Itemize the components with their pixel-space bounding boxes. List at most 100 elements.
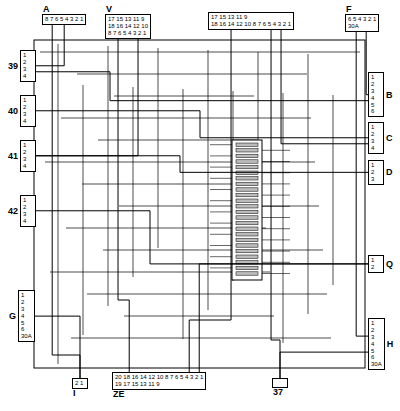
connector-block: F6 5 4 3 2 130A [345,14,379,32]
terminal [236,238,258,241]
pin-numbers: 19 17 15 13 11 9 [115,381,203,388]
terminal [236,165,258,168]
terminal [236,160,258,163]
terminal [236,143,258,146]
terminal-lead [262,228,290,229]
terminal [236,199,258,202]
connector-block: 20 18 16 14 12 10 8 7 6 5 4 3 2 119 17 1… [112,372,206,390]
harness-wire [280,352,368,378]
harness-wire [36,25,64,66]
terminal [236,188,258,191]
wire [71,338,331,339]
wire [83,85,84,335]
harness-wire [271,30,280,378]
wire [103,250,323,251]
terminal [236,255,258,258]
terminal-lead [262,150,290,151]
harness-wire [118,39,129,372]
connector-block: B1 2 3 4 5 6 [368,72,384,117]
connector-name: I [73,389,76,398]
terminal-block-body [232,140,262,280]
terminal-lead [262,206,290,207]
terminal-lead [210,144,232,145]
terminal [236,210,258,213]
terminal-lead [262,195,290,196]
pin-numbers: 1 2 3 4 [23,142,26,170]
terminal [236,244,258,247]
pin-numbers: 20 18 16 14 12 10 8 7 6 5 4 3 2 1 [115,374,203,381]
pin-numbers: 1 2 [371,257,374,271]
terminal-lead [262,183,290,184]
pin-numbers: 30A [21,333,32,340]
harness-wire [36,39,138,156]
connector-name: B [386,90,393,99]
connector-name: 37 [273,388,283,397]
pin-numbers: 2 1 [75,380,85,387]
harness-wire [36,72,368,101]
pin-numbers: 1 2 3 [371,162,374,183]
terminal-lead [262,262,290,263]
connector-name: A [43,5,50,14]
harness-wires [40,44,360,364]
wire [40,52,360,53]
connector-block: 401 2 3 4 [20,95,36,127]
pin-numbers: 8 7 6 5 4 3 2 1 [45,16,83,23]
terminal [236,149,258,152]
terminal-lead [210,256,232,257]
pin-numbers: 17 15 13 11 9 [108,16,148,23]
harness-wire [36,211,368,264]
terminal-lead [262,273,290,274]
terminal-lead [262,161,290,162]
pin-numbers: 18 16 14 12 10 8 7 6 5 4 3 2 1 [211,21,291,28]
connector-name: 41 [8,151,18,160]
connector-name: C [386,133,393,142]
wire [183,89,184,339]
terminal [236,227,258,230]
connector-name: F [346,5,352,14]
connector-name: G [9,312,16,321]
pin-numbers: 1 2 3 4 [23,97,26,125]
connector-name: D [386,168,393,177]
harness-wire [199,264,368,372]
harness-wire [36,111,368,138]
pin-numbers: 30A [371,361,382,368]
connector-block: H1 2 3 4 5 630A [368,318,385,370]
terminal-lead [210,167,232,168]
terminal-lead [262,239,290,240]
harness-wire [356,32,368,336]
terminal-lead [210,245,232,246]
wire [108,46,109,306]
terminal [236,272,258,275]
connector-block: G1 2 3 4 5 630A [18,290,35,342]
pin-numbers: 18 16 14 12 10 [108,23,148,30]
wire [77,74,307,75]
wire [87,294,327,295]
pin-numbers: 8 7 6 5 4 3 2 1 [108,30,148,37]
wire [158,48,159,248]
terminal-lead [210,189,232,190]
connector-block: 411 2 3 4 [20,140,36,172]
terminal [236,154,258,157]
pin-numbers: 30A [348,23,376,30]
harness-wire [36,156,368,173]
terminal [236,177,258,180]
terminal [236,216,258,219]
connector-name: V [106,5,112,14]
connector-block: V17 15 13 11 918 16 14 12 108 7 6 5 4 3 … [105,14,151,39]
terminal-lead [210,234,232,235]
terminal-lead [210,267,232,268]
wire [333,95,334,285]
terminal [236,193,258,196]
connector-name: Q [386,259,393,268]
connector-block: 391 2 3 4 [20,50,36,82]
connector-block: 421 2 3 4 [20,195,36,227]
connector-name: 42 [8,206,18,215]
connector-block: C1 2 3 4 [368,122,384,154]
wire [283,93,284,343]
pin-numbers: 1 2 3 4 [23,197,26,225]
connector-block: Q1 2 [368,255,384,273]
harness-wire [189,30,231,372]
pin-numbers: 17 15 13 11 9 [211,14,291,21]
connector-name: 40 [8,106,18,115]
